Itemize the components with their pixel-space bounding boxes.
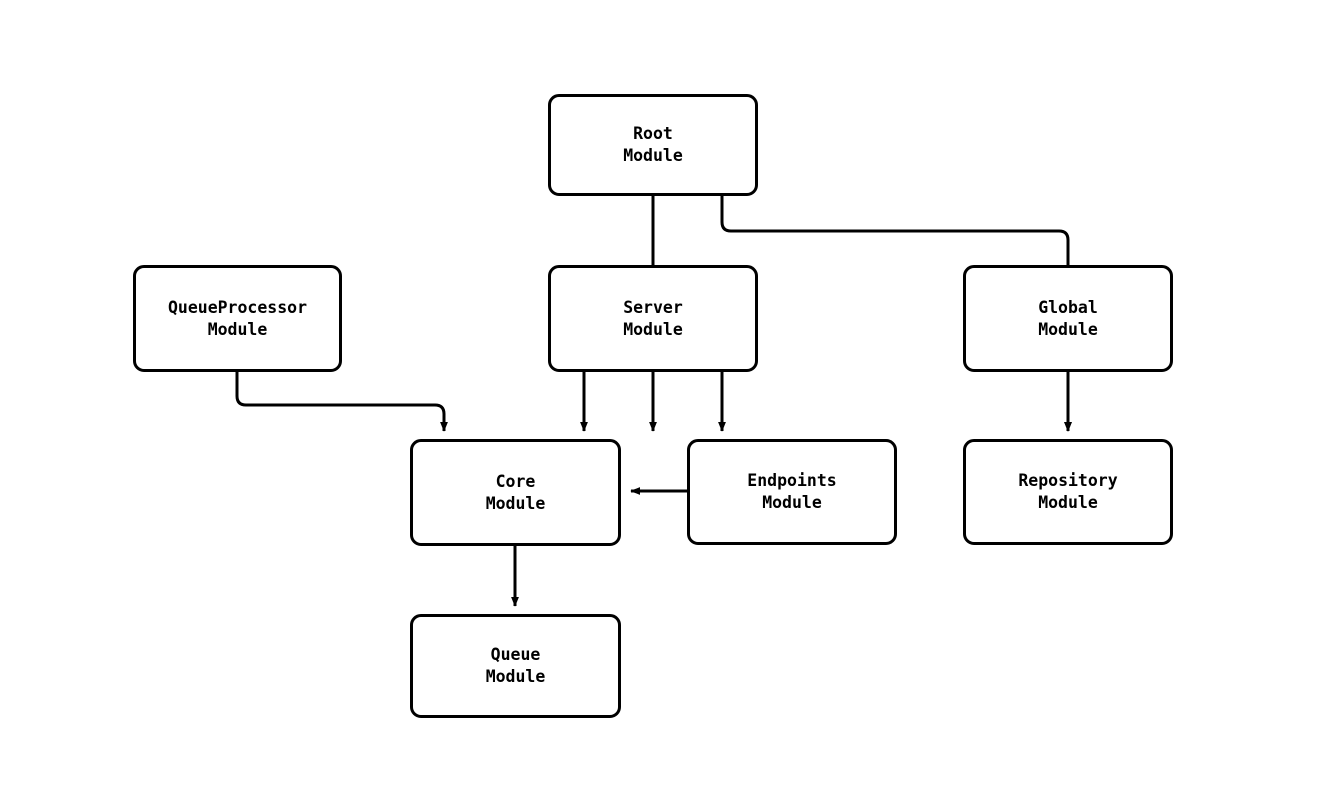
node-server-module-line2: Module bbox=[623, 319, 683, 339]
node-global-module[interactable]: Global Module bbox=[963, 265, 1173, 372]
node-endpoints-module[interactable]: Endpoints Module bbox=[687, 439, 897, 545]
node-queue-module[interactable]: Queue Module bbox=[410, 614, 621, 718]
node-endpoints-module-line2: Module bbox=[762, 493, 822, 512]
node-server-module[interactable]: Server Module bbox=[548, 265, 758, 372]
node-global-module-line1: Global bbox=[1038, 297, 1098, 317]
node-repository-module-line1: Repository bbox=[1018, 471, 1118, 490]
node-core-module[interactable]: Core Module bbox=[410, 439, 621, 546]
node-root-module[interactable]: Root Module bbox=[548, 94, 758, 196]
node-repository-module[interactable]: Repository Module bbox=[963, 439, 1173, 545]
node-core-module-line1: Core bbox=[495, 471, 536, 491]
node-server-module-line1: Server bbox=[623, 297, 683, 317]
node-global-module-line2: Module bbox=[1038, 319, 1098, 339]
node-queueprocessor-module-line2: Module bbox=[207, 319, 268, 339]
node-root-module-line2: Module bbox=[623, 146, 683, 165]
node-core-module-line2: Module bbox=[485, 493, 546, 513]
node-repository-module-line2: Module bbox=[1038, 493, 1098, 512]
node-queue-module-line2: Module bbox=[485, 667, 546, 686]
node-endpoints-module-line1: Endpoints bbox=[747, 471, 837, 490]
node-queue-module-line1: Queue bbox=[490, 645, 541, 664]
node-root-module-line1: Root bbox=[633, 124, 673, 143]
node-queueprocessor-module[interactable]: QueueProcessor Module bbox=[133, 265, 342, 372]
node-queueprocessor-module-line1: QueueProcessor bbox=[167, 297, 308, 317]
